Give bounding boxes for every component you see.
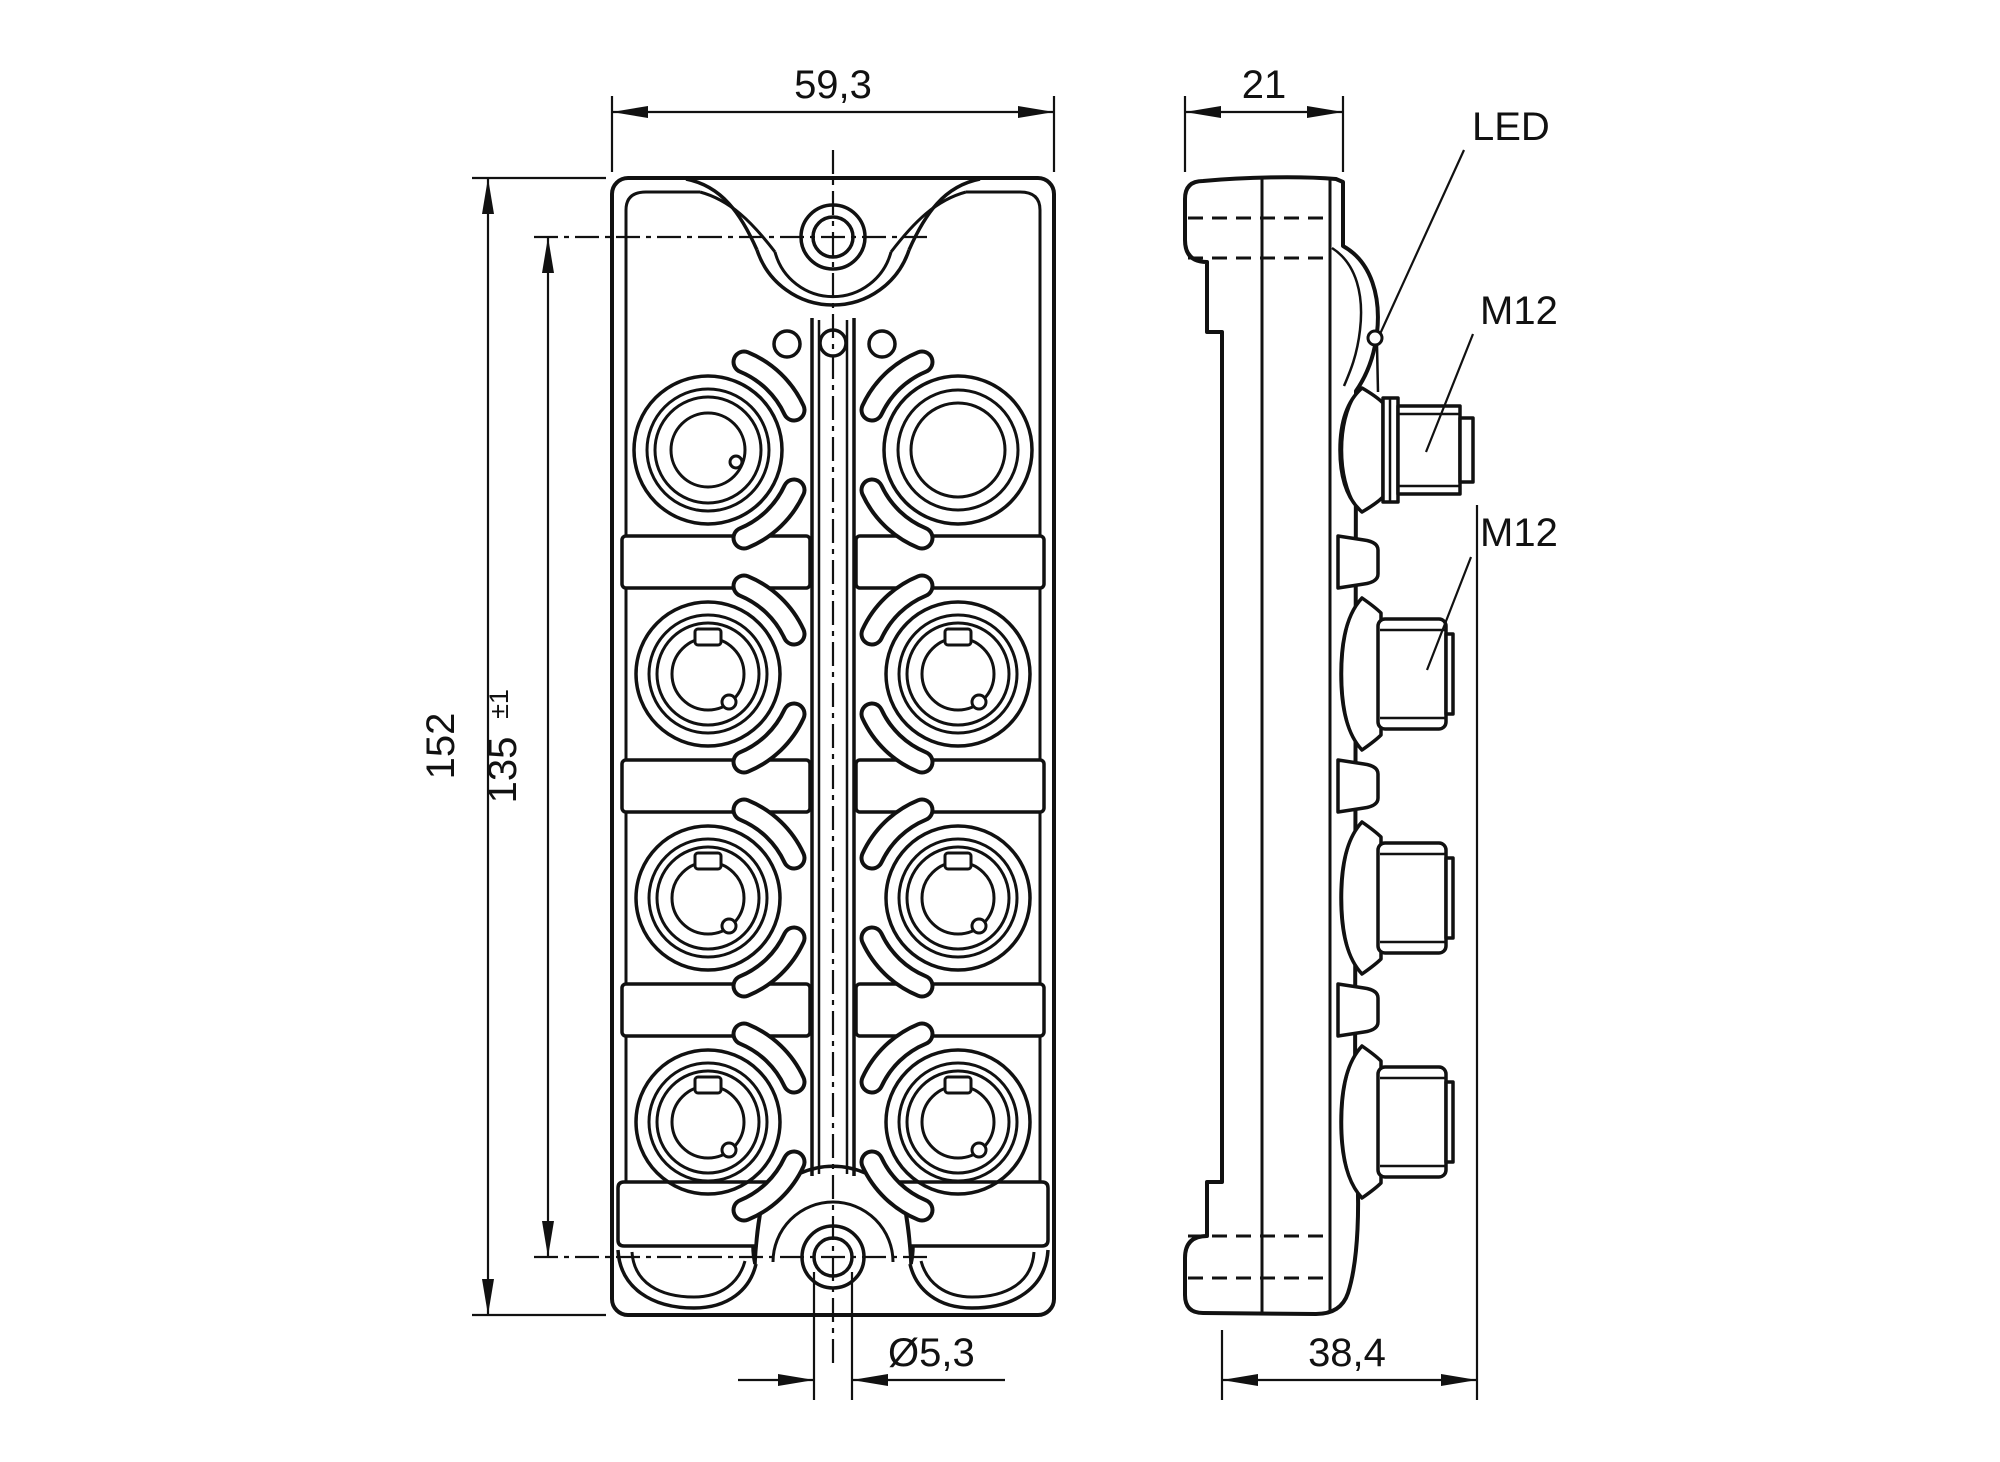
side-depth-overall-value: 38,4 [1308, 1331, 1386, 1375]
dimensions: 59,3 21 152 135 ±1 Ø5,3 [419, 63, 1558, 1400]
led-leader-line [1378, 149, 1466, 335]
separator-bands [616, 534, 1050, 1248]
side-view [1183, 175, 1475, 1316]
led-label: LED [1472, 105, 1550, 149]
connector-row1-left [632, 374, 784, 526]
front-width-value: 59,3 [794, 63, 872, 107]
center-groove [810, 318, 856, 1176]
m12-threaded-leader-line [1424, 333, 1475, 453]
led-windows [772, 328, 897, 359]
led-window-right-icon [867, 329, 897, 359]
dimension-front-width: 59,3 [610, 63, 1056, 172]
dimension-overall-height: 152 [419, 176, 606, 1317]
dimension-side-depth-top: 21 [1183, 63, 1345, 172]
side-socket-row3 [1339, 820, 1455, 976]
hole-spacing-value: 135 [481, 737, 525, 804]
side-band-1 [1336, 534, 1380, 590]
front-view [534, 150, 1056, 1365]
side-m12-threaded-connector [1338, 386, 1475, 514]
led-window-left-icon [772, 329, 802, 359]
connector-row1-right [882, 374, 1034, 526]
side-depth-top-value: 21 [1242, 63, 1287, 107]
m12-socket-leader-line [1425, 556, 1473, 671]
dimension-side-depth-overall: 38,4 [1220, 505, 1479, 1400]
front-bulge-inner-contour [1331, 246, 1363, 387]
m12-threaded-label: M12 [1480, 289, 1558, 333]
led-edge-line [1375, 344, 1380, 393]
side-band-2 [1336, 758, 1380, 814]
hole-diameter-value: Ø5,3 [888, 1331, 975, 1375]
overall-height-value: 152 [419, 713, 463, 780]
m12-socket-label: M12 [1480, 511, 1558, 555]
side-led-icon [1366, 329, 1384, 347]
dimension-hole-spacing: 135 ±1 [481, 237, 554, 1257]
side-socket-row4 [1339, 1044, 1455, 1200]
side-band-3 [1336, 982, 1380, 1038]
dimension-hole-diameter: Ø5,3 [738, 1272, 1005, 1400]
side-socket-row2 [1339, 596, 1455, 752]
callouts: LED M12 M12 [1378, 105, 1558, 671]
hole-spacing-tolerance: ±1 [484, 689, 514, 719]
